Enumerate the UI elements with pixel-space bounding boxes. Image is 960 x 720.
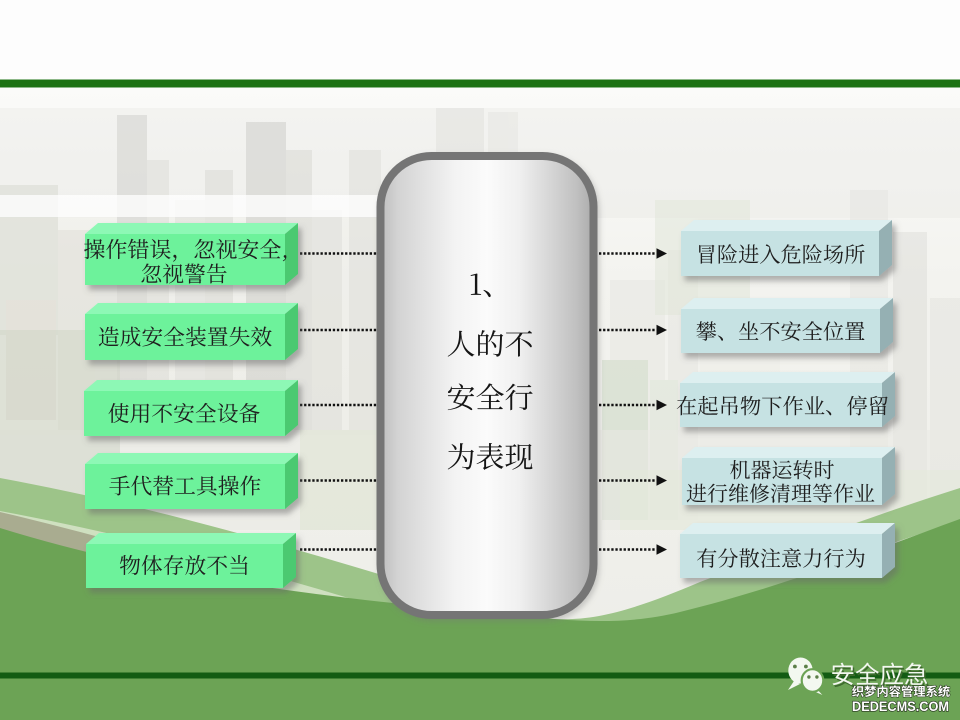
svg-text:DEDECMS.COM: DEDECMS.COM — [852, 698, 949, 714]
